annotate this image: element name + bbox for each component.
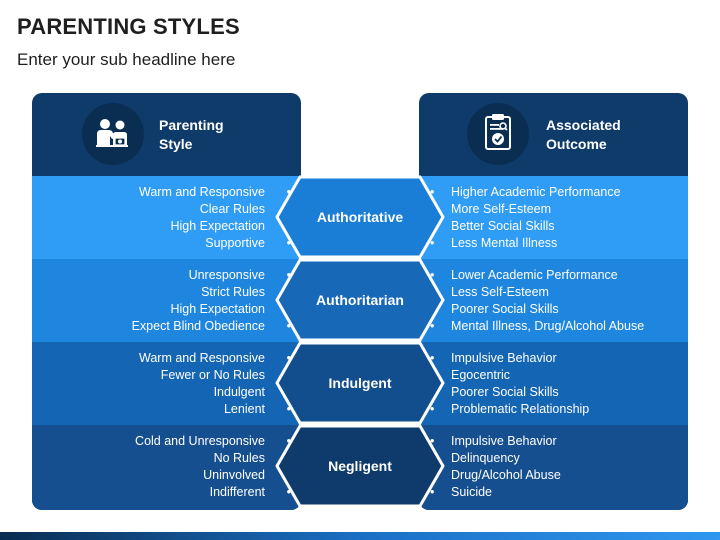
outcome-item: Drug/Alcohol Abuse: [430, 467, 561, 484]
parenting-style-label-line1: Parenting: [159, 117, 224, 133]
outcome-item: Lower Academic Performance: [430, 267, 644, 284]
outcome-item: Higher Academic Performance: [430, 184, 620, 201]
trait-item: Lenient: [139, 401, 291, 418]
trait-item: Expect Blind Obedience: [132, 318, 292, 335]
style-label-authoritative: Authoritative: [316, 209, 404, 225]
trait-item: Clear Rules: [139, 201, 291, 218]
trait-item: Indifferent: [135, 484, 291, 501]
outcome-item: Problematic Relationship: [430, 401, 589, 418]
outcome-item: More Self-Esteem: [430, 201, 621, 218]
clipboard-check-icon: [467, 103, 529, 165]
band-indulgent-right: Impulsive Behavior Egocentric Poorer Soc…: [419, 342, 688, 425]
outcome-item: Egocentric: [430, 367, 589, 384]
associated-outcome-panel: Associated Outcome Higher Academic Perfo…: [419, 93, 688, 510]
trait-item: Supportive: [139, 235, 291, 252]
outcome-item: Mental Illness, Drug/Alcohol Abuse: [430, 318, 644, 335]
trait-item: Uninvolved: [135, 467, 291, 484]
outcome-item: Better Social Skills: [430, 218, 621, 235]
trait-item: Warm and Responsive: [139, 184, 291, 201]
parenting-style-panel: Parenting Style Warm and Responsive Clea…: [32, 93, 301, 510]
outcome-item: Less Self-Esteem: [430, 284, 644, 301]
band-indulgent-left: Warm and Responsive Fewer or No Rules In…: [32, 342, 301, 425]
outcome-item: Poorer Social Skills: [430, 301, 644, 318]
style-label-negligent: Negligent: [328, 458, 392, 474]
trait-item: Indulgent: [139, 384, 291, 401]
trait-item: Fewer or No Rules: [139, 367, 291, 384]
outcome-item: Suicide: [430, 484, 561, 501]
band-authoritative-right: Higher Academic Performance More Self-Es…: [419, 176, 688, 259]
associated-outcome-header: Associated Outcome: [419, 93, 688, 175]
style-label-indulgent: Indulgent: [328, 375, 392, 391]
outcome-item: Impulsive Behavior: [430, 350, 589, 367]
parenting-style-header: Parenting Style: [32, 93, 301, 175]
trait-item: Cold and Unresponsive: [135, 433, 291, 450]
associated-outcome-label-line2: Outcome: [546, 136, 607, 152]
trait-item: No Rules: [135, 450, 291, 467]
trait-item: Unresponsive: [132, 267, 292, 284]
band-negligent-right: Impulsive Behavior Delinquency Drug/Alco…: [419, 425, 688, 510]
parenting-style-label-line2: Style: [159, 136, 193, 152]
outcome-item: Less Mental Illness: [430, 235, 621, 252]
parent-child-icon: [82, 103, 144, 165]
trait-item: Warm and Responsive: [139, 350, 291, 367]
bottom-accent-bar: [0, 532, 720, 540]
trait-item: High Expectation: [139, 218, 290, 235]
trait-item: High Expectation: [132, 301, 291, 318]
band-authoritative-left: Warm and Responsive Clear Rules High Exp…: [32, 176, 301, 259]
band-negligent-left: Cold and Unresponsive No Rules Uninvolve…: [32, 425, 301, 510]
page-subtitle: Enter your sub headline here: [17, 50, 236, 69]
outcome-item: Poorer Social Skills: [430, 384, 589, 401]
band-authoritarian-right: Lower Academic Performance Less Self-Est…: [419, 259, 688, 342]
outcome-item: Delinquency: [430, 450, 561, 467]
outcome-item: Impulsive Behavior: [430, 433, 561, 450]
trait-item: Strict Rules: [132, 284, 291, 301]
style-label-authoritarian: Authoritarian: [316, 292, 404, 308]
page-title: PARENTING STYLES: [17, 14, 240, 39]
band-authoritarian-left: Unresponsive Strict Rules High Expectati…: [32, 259, 301, 342]
associated-outcome-label-line1: Associated: [546, 117, 621, 133]
